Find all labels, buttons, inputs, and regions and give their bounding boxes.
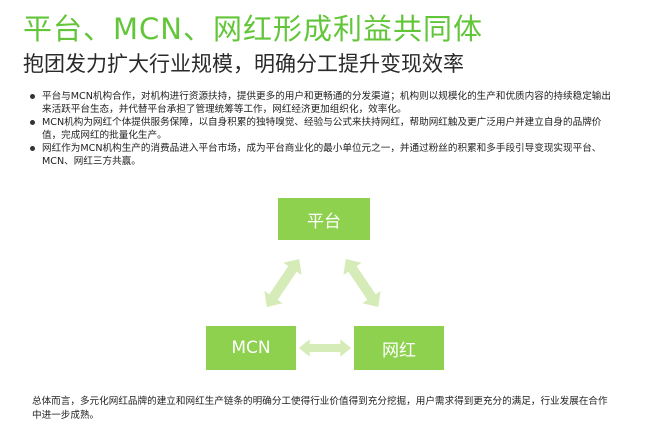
node-influencer-label: 网红 <box>382 340 416 361</box>
arrow-platform-mcn <box>257 252 309 314</box>
arrow-platform-influencer <box>336 252 388 314</box>
arrow-mcn-influencer <box>298 339 352 357</box>
node-influencer: 网红 <box>354 326 444 370</box>
bullet-item-mcn-influencer: MCN机构为网红个体提供服务保障，以自身积累的独特嗅觉、经验与公式来扶持网红，帮… <box>30 116 620 142</box>
node-mcn: MCN <box>206 326 296 370</box>
bullet-item-influencer-market: 网红作为MCN机构生产的消费品进入平台市场，成为平台商业化的最小单位元之一，并通… <box>30 142 620 168</box>
page-subtitle: 抱团发力扩大行业规模，明确分工提升变现效率 <box>23 52 464 76</box>
node-platform-label: 平台 <box>307 211 341 232</box>
bullet-list: 平台与MCN机构合作，对机构进行资源扶持，提供更多的用户和更畅通的分发渠道；机构… <box>30 90 620 168</box>
summary-text: 总体而言，多元化网红品牌的建立和网红生产链条的明确分工使得行业价值得到充分挖掘，… <box>32 396 608 421</box>
node-mcn-label: MCN <box>231 338 271 358</box>
bullet-item-platform-mcn: 平台与MCN机构合作，对机构进行资源扶持，提供更多的用户和更畅通的分发渠道；机构… <box>30 90 620 116</box>
page-title: 平台、MCN、网红形成利益共同体 <box>23 12 483 46</box>
node-platform: 平台 <box>278 198 370 240</box>
